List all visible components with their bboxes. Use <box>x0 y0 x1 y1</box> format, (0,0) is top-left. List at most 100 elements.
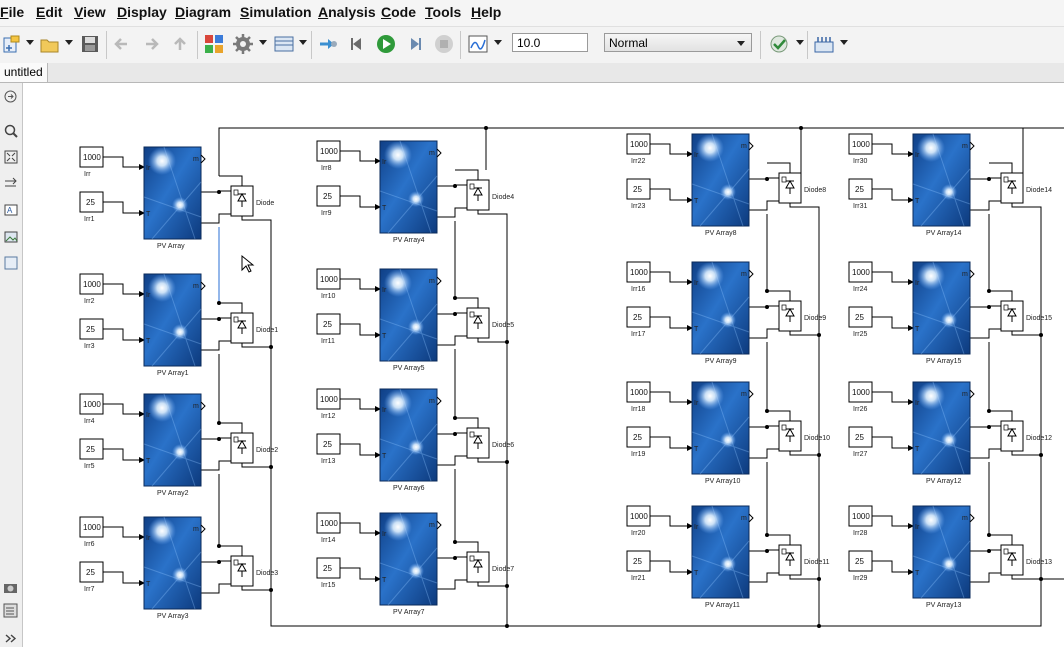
simulation-mode-select[interactable]: Normal <box>604 33 752 52</box>
open-icon[interactable] <box>38 32 62 56</box>
zoom-icon[interactable] <box>3 123 18 138</box>
camera-icon[interactable] <box>3 580 18 595</box>
diode-block[interactable] <box>230 555 254 587</box>
stop-icon[interactable] <box>432 32 456 56</box>
explorer-dropdown-icon[interactable] <box>299 40 307 45</box>
annotation-icon[interactable]: A <box>3 202 18 217</box>
diode-block[interactable] <box>1000 544 1024 576</box>
forward-icon[interactable] <box>139 32 163 56</box>
diode-block[interactable] <box>230 312 254 344</box>
temperature-constant-block[interactable] <box>626 550 651 572</box>
diode-block[interactable] <box>778 300 802 332</box>
menu-edit[interactable]: Edit <box>36 4 63 20</box>
model-browser-icon[interactable] <box>3 603 18 618</box>
model-config-icon[interactable] <box>231 32 255 56</box>
menu-view[interactable]: View <box>74 4 106 20</box>
temperature-constant-block[interactable] <box>626 178 651 200</box>
irradiance-constant-block[interactable] <box>848 133 873 155</box>
temperature-constant-block[interactable] <box>848 426 873 448</box>
run-icon[interactable] <box>374 32 398 56</box>
library-browser-icon[interactable] <box>202 32 226 56</box>
diode-block[interactable] <box>1000 300 1024 332</box>
build-icon[interactable] <box>812 32 836 56</box>
diode-block[interactable] <box>466 551 490 583</box>
diode-block[interactable] <box>466 427 490 459</box>
diode-block[interactable] <box>466 179 490 211</box>
step-forward-icon[interactable] <box>403 32 427 56</box>
image-icon[interactable] <box>3 229 18 244</box>
temperature-constant-block[interactable] <box>626 426 651 448</box>
temperature-constant-block[interactable] <box>626 306 651 328</box>
menu-tools[interactable]: Tools <box>425 4 462 20</box>
back-icon[interactable] <box>110 32 134 56</box>
temperature-constant-block[interactable] <box>316 557 341 579</box>
irradiance-constant-block[interactable] <box>626 133 651 155</box>
stop-time-input[interactable]: 10.0 <box>512 33 588 52</box>
irradiance-constant-block[interactable] <box>79 146 104 168</box>
fit-view-icon[interactable] <box>3 149 18 164</box>
arrow-icon[interactable] <box>3 175 18 190</box>
config-dropdown-icon[interactable] <box>259 40 267 45</box>
menu-help[interactable]: Help <box>471 4 502 20</box>
diode-block[interactable] <box>466 307 490 339</box>
irradiance-constant-block[interactable] <box>316 388 341 410</box>
menu-diagram[interactable]: Diagram <box>175 4 232 20</box>
irradiance-constant-block[interactable] <box>316 512 341 534</box>
temperature-constant-block[interactable] <box>79 191 104 213</box>
irradiance-constant-block[interactable] <box>848 381 873 403</box>
step-back-icon[interactable] <box>345 32 369 56</box>
tab-untitled[interactable]: untitled <box>0 63 48 82</box>
diode-block[interactable] <box>778 420 802 452</box>
irradiance-constant-block[interactable] <box>316 140 341 162</box>
temperature-constant-block[interactable] <box>79 438 104 460</box>
up-icon[interactable] <box>168 32 192 56</box>
temperature-constant-block[interactable] <box>316 313 341 335</box>
menu-display[interactable]: Display <box>117 4 167 20</box>
expand-icon[interactable] <box>3 631 18 646</box>
diode-block[interactable] <box>1000 172 1024 204</box>
inspector-dropdown-icon[interactable] <box>494 40 502 45</box>
model-explorer-icon[interactable] <box>272 32 296 56</box>
irradiance-constant-block[interactable] <box>316 268 341 290</box>
save-icon[interactable] <box>78 32 102 56</box>
new-model-dropdown-icon[interactable] <box>26 40 34 45</box>
irradiance-constant-block[interactable] <box>848 261 873 283</box>
diode-block[interactable] <box>230 185 254 217</box>
irradiance-constant-block[interactable] <box>79 273 104 295</box>
menu-code[interactable]: Code <box>381 4 417 20</box>
temperature-constant-block[interactable] <box>848 550 873 572</box>
temperature-constant-block[interactable] <box>848 178 873 200</box>
model-advisor-icon[interactable] <box>767 32 791 56</box>
temperature-constant-block[interactable] <box>79 318 104 340</box>
advisor-dropdown-icon[interactable] <box>796 40 804 45</box>
hide-browser-icon[interactable] <box>3 89 18 104</box>
data-inspector-icon[interactable] <box>466 32 490 56</box>
irradiance-constant-block[interactable] <box>79 393 104 415</box>
diode-block[interactable] <box>1000 420 1024 452</box>
menu-file[interactable]: File <box>0 4 25 20</box>
irradiance-constant-block[interactable] <box>626 381 651 403</box>
irradiance-constant-block[interactable] <box>626 261 651 283</box>
update-diagram-icon[interactable] <box>316 32 340 56</box>
diode-block[interactable] <box>230 432 254 464</box>
irradiance-constant-block[interactable] <box>79 516 104 538</box>
temperature-constant-block[interactable] <box>316 185 341 207</box>
irradiance-constant-block[interactable] <box>848 505 873 527</box>
